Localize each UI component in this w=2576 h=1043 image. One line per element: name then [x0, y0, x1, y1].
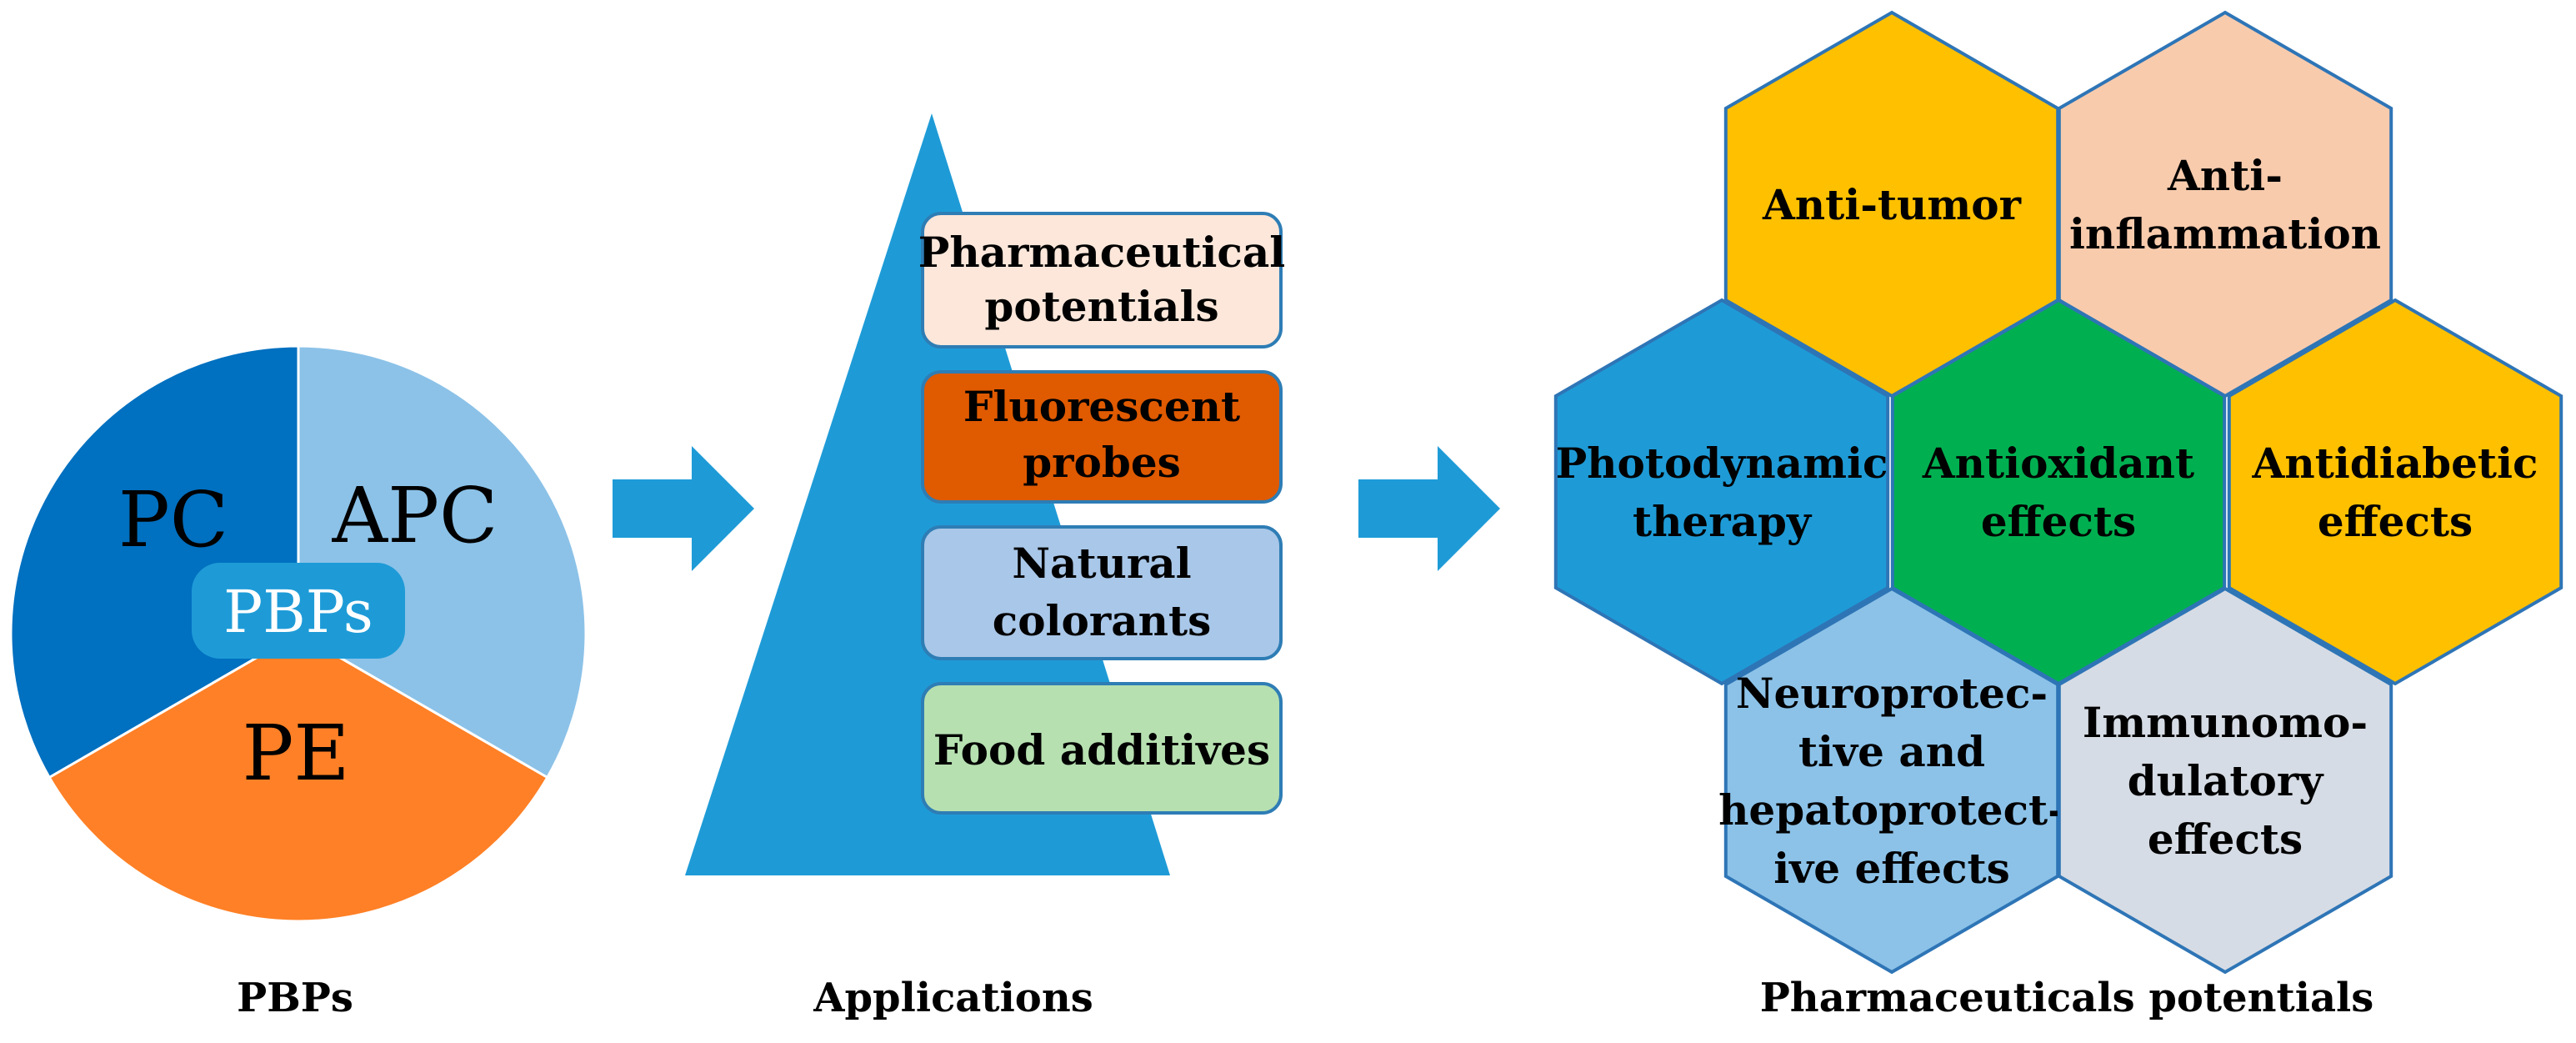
- pie-label-pe: PE: [242, 709, 349, 798]
- hexagon-neuroprotective-effects-line-3: hepatoprotect-: [1718, 785, 2065, 835]
- hexagon-antioxidant-effects-line-2: effects: [1981, 497, 2136, 546]
- hexagon-immunomodulatory-effects-line-3: effects: [2148, 815, 2303, 864]
- application-box-1: Pharmaceutical potentials: [918, 212, 1286, 349]
- right-arrow-2: [1358, 446, 1500, 571]
- hexagon-anti-inflammation-line-1: Anti-: [2167, 151, 2283, 200]
- applications-caption: Applications: [813, 975, 1093, 1021]
- hexagon-immunomodulatory-effects-line-2: dulatory: [2128, 756, 2324, 805]
- hexagon-photodynamic-therapy: [1553, 298, 1890, 686]
- pie-center-badge: [192, 563, 405, 659]
- app-box-natural-colorants: [921, 525, 1283, 660]
- hexagon-antidiabetic-effects-line-1: Antidiabetic: [2252, 439, 2538, 488]
- application-box-4: Food additives: [921, 682, 1283, 815]
- app-box-fluorescent-line1: Fluorescent: [963, 382, 1240, 431]
- hexagon-photodynamic-therapy-line-1: Photodynamic: [1556, 439, 1888, 488]
- pie-segment-pe: [48, 632, 549, 923]
- pie-segment-pc: [9, 344, 300, 780]
- hexagon-anti-inflammation-line-2: inflammation: [2069, 209, 2381, 258]
- app-box-natural-line2: colorants: [993, 596, 1211, 645]
- pie-center-label: PBPs: [223, 578, 373, 646]
- app-box-pharmaceutical-line2: potentials: [984, 282, 1218, 331]
- app-box-pharmaceutical-line1: Pharmaceutical: [918, 228, 1286, 277]
- hexagon-immunomodulatory-effects: [2057, 586, 2393, 975]
- hexagon-neuroprotective-effects-line-2: tive and: [1798, 727, 1985, 776]
- hexagon-photodynamic-therapy-line-2: therapy: [1633, 497, 1813, 546]
- hexagon-immunomodulatory-effects-line-1: Immunomo-: [2083, 698, 2368, 747]
- hexagon-neuroprotective-effects-line-1: Neuroprotec-: [1736, 669, 2048, 718]
- potentials-caption: Pharmaceuticals potentials: [1760, 975, 2374, 1021]
- hexagon-antidiabetic-effects: [2227, 298, 2563, 686]
- hexagon-anti-tumor-line-1: Anti-tumor: [1762, 180, 2022, 229]
- app-box-fluorescent-line2: probes: [1023, 438, 1181, 487]
- application-box-2: Fluorescent probes: [921, 370, 1283, 504]
- app-box-pharmaceutical: [921, 212, 1283, 349]
- app-box-fluorescent: [921, 370, 1283, 504]
- hexagon-antidiabetic-effects-line-2: effects: [2318, 497, 2473, 546]
- hexagon-neuroprotective-effects-line-4: ive effects: [1773, 844, 2010, 893]
- pbp-pie-chart: PC APC PE PBPs: [9, 344, 588, 923]
- app-box-natural-line1: Natural: [1012, 539, 1191, 588]
- app-box-food-additives: [921, 682, 1283, 815]
- pie-label-pc: PC: [118, 475, 228, 564]
- hexagon-antioxidant-effects-line-1: Antioxidant: [1922, 439, 2194, 488]
- app-box-food-line1: Food additives: [933, 725, 1270, 775]
- pie-caption: PBPs: [237, 975, 353, 1021]
- right-arrow-1: [613, 446, 754, 571]
- pie-label-apc: APC: [332, 471, 498, 560]
- pie-segment-apc: [297, 344, 588, 780]
- application-box-3: Natural colorants: [921, 525, 1283, 660]
